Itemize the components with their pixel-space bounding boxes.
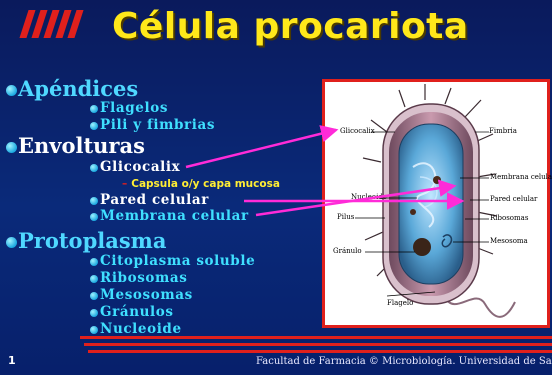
page-number: 1 — [8, 354, 16, 367]
arrow-glicocalix — [186, 130, 336, 167]
footer-credit: Facultad de Farmacia © Microbiología. Un… — [256, 356, 552, 367]
